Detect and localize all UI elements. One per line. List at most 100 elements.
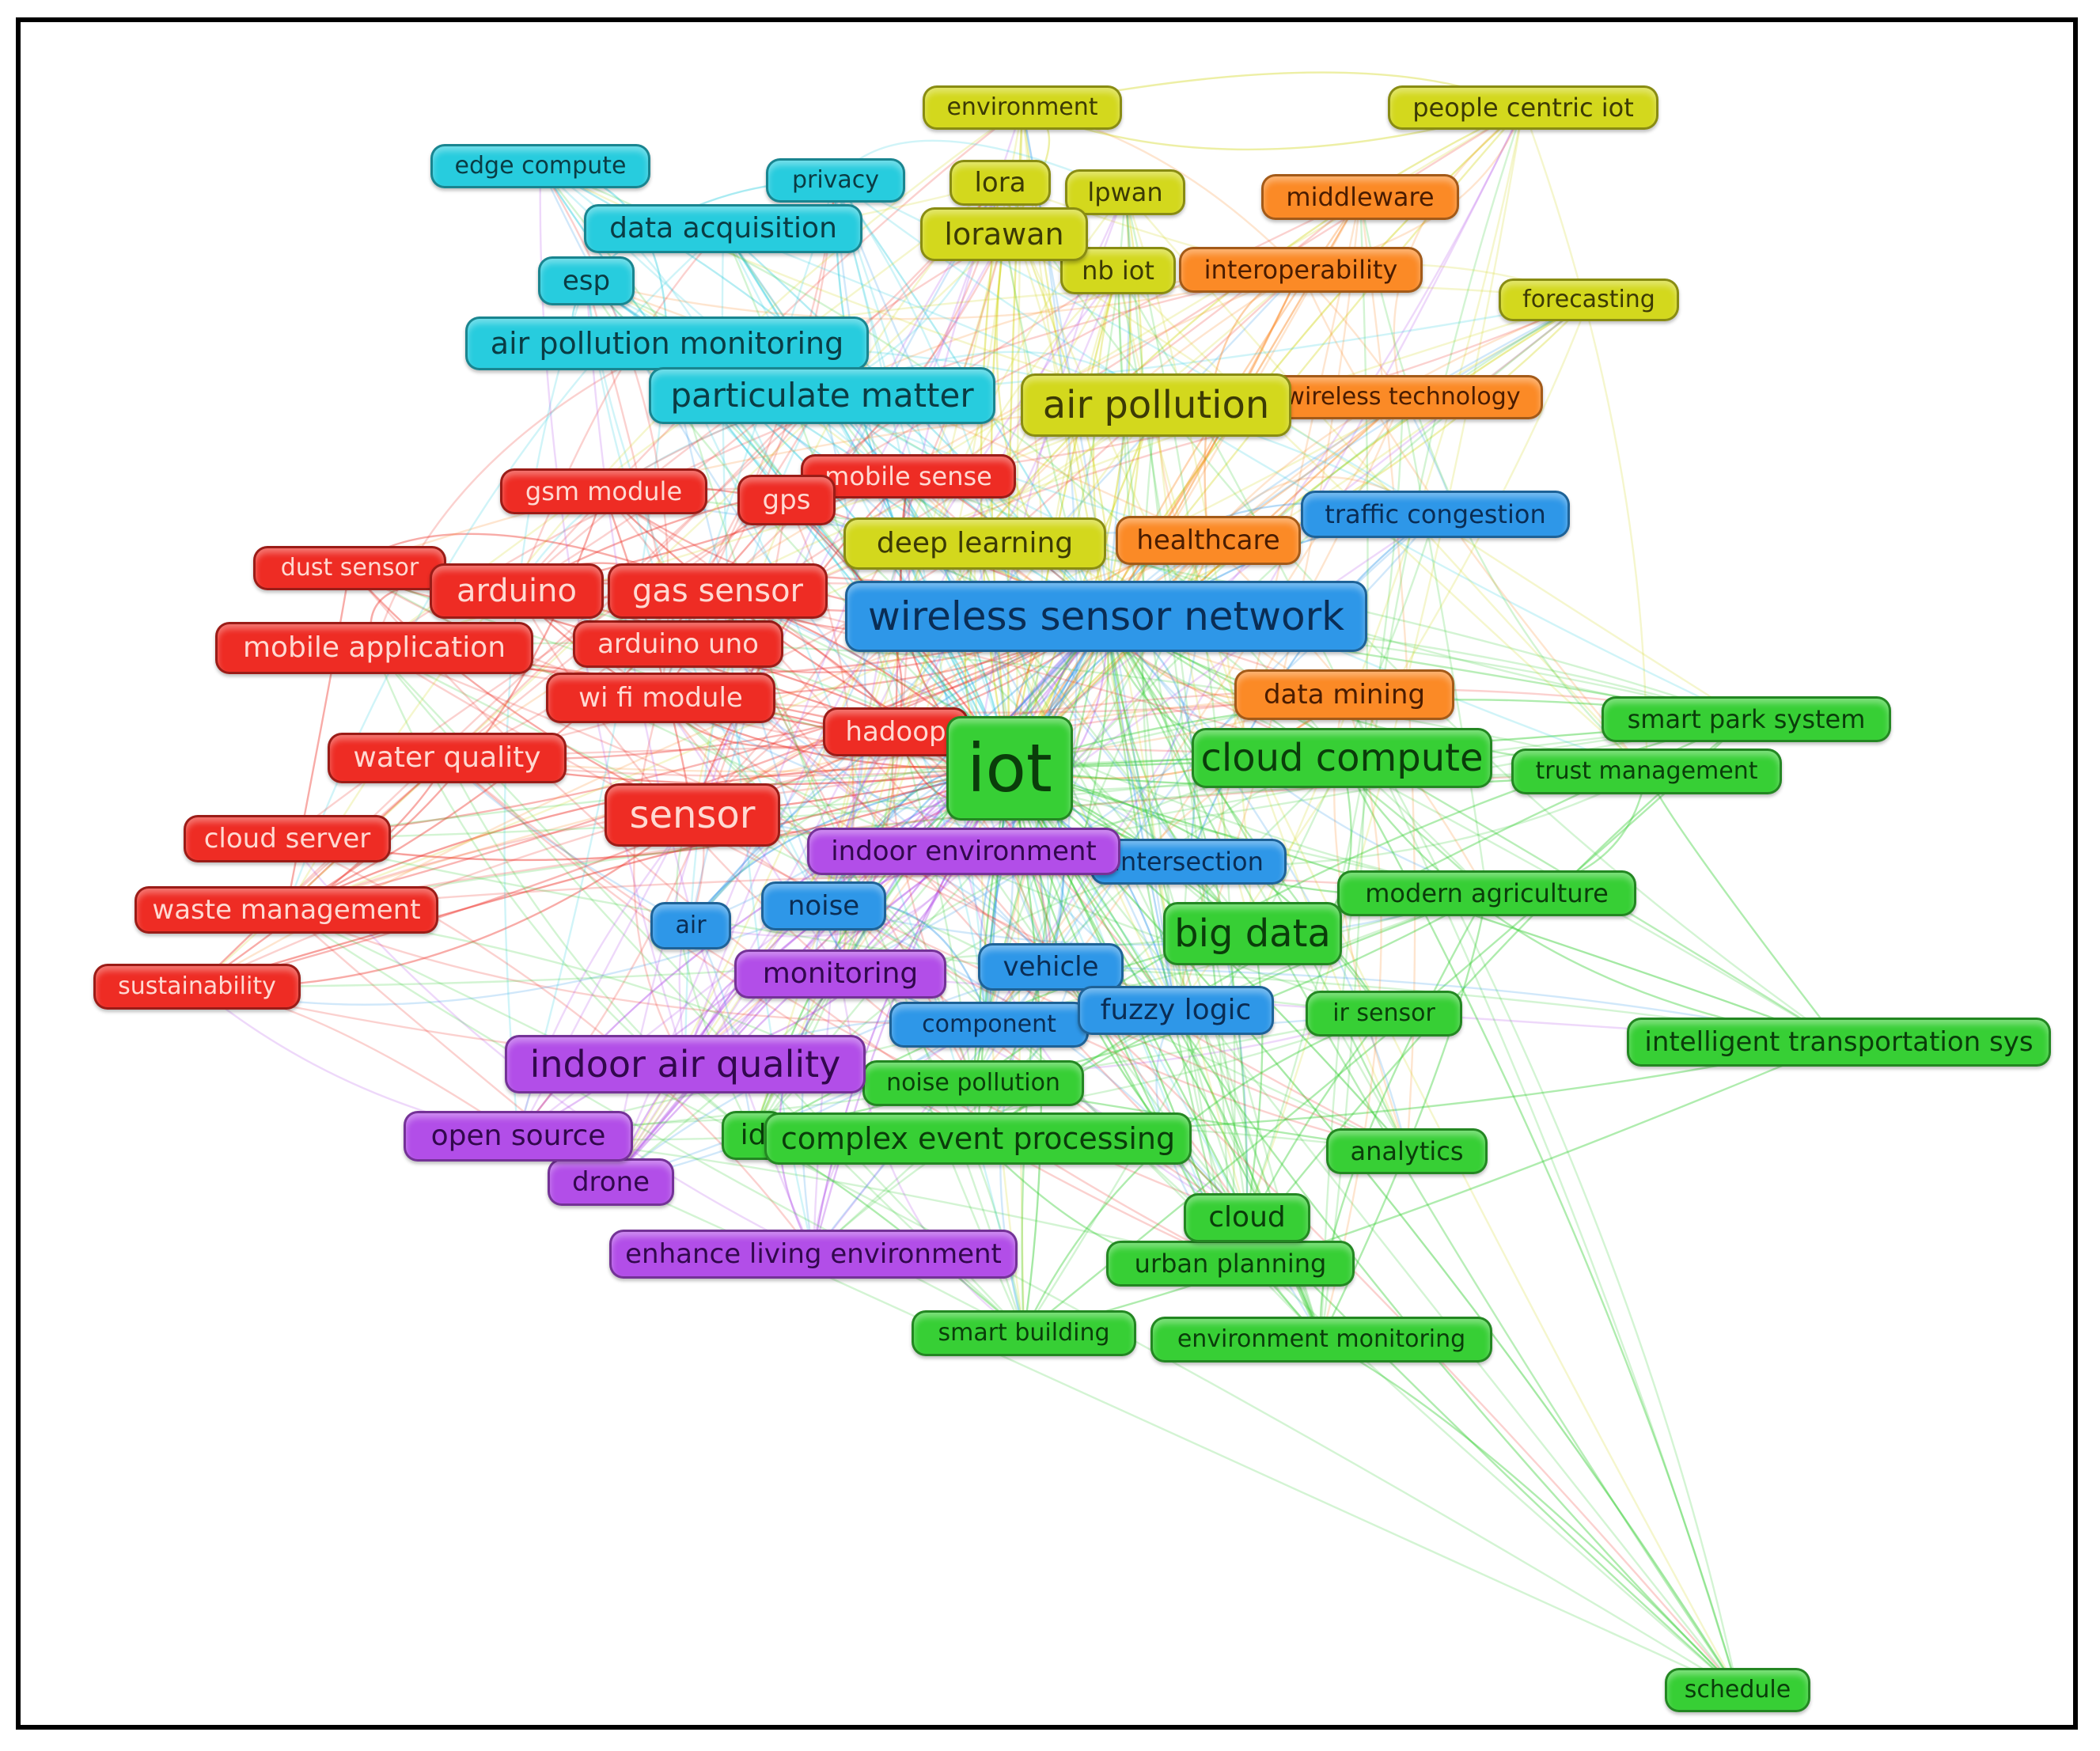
keyword-node-schedule[interactable]: schedule bbox=[1665, 1668, 1810, 1712]
keyword-node-component[interactable]: component bbox=[889, 1002, 1089, 1048]
keyword-node-environment[interactable]: environment bbox=[923, 85, 1122, 130]
link bbox=[1022, 514, 1437, 1334]
keyword-node-intersection[interactable]: intersection bbox=[1090, 839, 1287, 885]
keyword-node-gsm-module[interactable]: gsm module bbox=[500, 468, 707, 514]
link bbox=[633, 697, 687, 1065]
keyword-label: air pollution monitoring bbox=[490, 326, 844, 361]
keyword-node-waste-management[interactable]: waste management bbox=[135, 886, 438, 934]
link bbox=[1105, 616, 1408, 1152]
keyword-node-hadoop[interactable]: hadoop bbox=[823, 707, 969, 756]
keyword-node-enhance-living-environment[interactable]: enhance living environment bbox=[609, 1230, 1018, 1279]
keyword-node-drone[interactable]: drone bbox=[548, 1158, 674, 1206]
keyword-node-indoor-environment[interactable]: indoor environment bbox=[807, 828, 1120, 875]
keyword-node-complex-event-processing[interactable]: complex event processing bbox=[764, 1112, 1192, 1165]
keyword-node-particulate-matter[interactable]: particulate matter bbox=[649, 367, 995, 424]
keyword-node-dust-sensor[interactable]: dust sensor bbox=[253, 546, 446, 590]
keyword-node-air[interactable]: air bbox=[650, 902, 731, 949]
link bbox=[1009, 298, 1590, 769]
link bbox=[286, 908, 990, 1026]
keyword-label: gas sensor bbox=[631, 573, 803, 609]
link bbox=[1246, 1217, 1738, 1691]
keyword-node-sensor[interactable]: sensor bbox=[605, 783, 780, 847]
keyword-node-vehicle[interactable]: vehicle bbox=[978, 943, 1124, 991]
keyword-node-smart-building[interactable]: smart building bbox=[912, 1310, 1136, 1356]
link bbox=[1343, 694, 1739, 1691]
keyword-node-intelligent-transportation-sys[interactable]: intelligent transportation sys bbox=[1627, 1018, 2051, 1067]
keyword-node-esp[interactable]: esp bbox=[538, 256, 635, 305]
keyword-node-cloud[interactable]: cloud bbox=[1184, 1193, 1310, 1242]
keyword-label: data acquisition bbox=[609, 212, 837, 244]
keyword-label: complex event processing bbox=[780, 1121, 1176, 1156]
keyword-node-ir-sensor[interactable]: ir sensor bbox=[1306, 991, 1462, 1037]
keyword-node-lora[interactable]: lora bbox=[950, 160, 1051, 206]
keyword-node-privacy[interactable]: privacy bbox=[766, 158, 905, 203]
link bbox=[835, 179, 1436, 516]
keyword-node-urban-planning[interactable]: urban planning bbox=[1106, 1241, 1355, 1287]
keyword-node-interoperability[interactable]: interoperability bbox=[1179, 247, 1423, 293]
keyword-node-noise[interactable]: noise bbox=[761, 881, 886, 930]
keyword-label: deep learning bbox=[876, 527, 1074, 559]
keyword-node-noise-pollution[interactable]: noise pollution bbox=[862, 1060, 1084, 1106]
link bbox=[286, 767, 1010, 862]
link bbox=[1124, 191, 1249, 1218]
keyword-label: dust sensor bbox=[280, 554, 419, 582]
keyword-label: id bbox=[740, 1119, 767, 1151]
keyword-node-smart-park-system[interactable]: smart park system bbox=[1602, 696, 1891, 742]
keyword-node-mobile-application[interactable]: mobile application bbox=[215, 622, 533, 674]
keyword-node-trust-management[interactable]: trust management bbox=[1511, 749, 1782, 794]
keyword-node-analytics[interactable]: analytics bbox=[1326, 1128, 1488, 1174]
link bbox=[1175, 299, 1590, 1011]
keyword-node-open-source[interactable]: open source bbox=[404, 1111, 633, 1162]
link bbox=[515, 228, 724, 592]
keyword-label: environment monitoring bbox=[1177, 1325, 1466, 1353]
keyword-node-wireless-technology[interactable]: wireless technology bbox=[1263, 375, 1543, 419]
keyword-node-iot[interactable]: iot bbox=[946, 716, 1073, 821]
keyword-node-big-data[interactable]: big data bbox=[1163, 902, 1342, 965]
link bbox=[445, 757, 754, 1136]
keyword-label: arduino uno bbox=[597, 628, 759, 660]
keyword-node-water-quality[interactable]: water quality bbox=[328, 733, 567, 783]
keyword-node-fuzzy-logic[interactable]: fuzzy logic bbox=[1078, 986, 1274, 1035]
link bbox=[908, 106, 1524, 478]
keyword-label: lorawan bbox=[944, 217, 1064, 252]
keyword-node-modern-agriculture[interactable]: modern agriculture bbox=[1337, 870, 1636, 916]
keyword-node-cloud-server[interactable]: cloud server bbox=[184, 815, 391, 862]
keyword-node-lorawan[interactable]: lorawan bbox=[920, 207, 1088, 261]
keyword-node-edge-compute[interactable]: edge compute bbox=[430, 144, 650, 188]
keyword-label: people centric iot bbox=[1412, 93, 1634, 123]
keyword-node-gps[interactable]: gps bbox=[737, 475, 836, 525]
keyword-node-people-centric-iot[interactable]: people centric iot bbox=[1388, 85, 1658, 130]
keyword-label: noise bbox=[787, 890, 860, 922]
keyword-node-data-mining[interactable]: data mining bbox=[1234, 669, 1454, 720]
keyword-node-arduino[interactable]: arduino bbox=[430, 563, 604, 619]
link bbox=[665, 343, 1025, 1334]
link bbox=[286, 693, 1345, 912]
keyword-node-deep-learning[interactable]: deep learning bbox=[843, 517, 1106, 570]
link bbox=[1105, 298, 1590, 617]
link bbox=[1522, 107, 1648, 772]
keyword-node-monitoring[interactable]: monitoring bbox=[734, 949, 946, 999]
keyword-node-wi-fi-module[interactable]: wi fi module bbox=[546, 673, 775, 723]
keyword-label: noise pollution bbox=[886, 1069, 1060, 1097]
link bbox=[540, 165, 1157, 407]
keyword-label: lpwan bbox=[1087, 177, 1163, 207]
keyword-node-gas-sensor[interactable]: gas sensor bbox=[608, 563, 828, 619]
keyword-node-air-pollution-monitoring[interactable]: air pollution monitoring bbox=[465, 316, 869, 370]
keyword-label: ir sensor bbox=[1332, 999, 1435, 1027]
keyword-label: mobile application bbox=[242, 631, 506, 664]
keyword-node-air-pollution[interactable]: air pollution bbox=[1021, 373, 1291, 437]
keyword-node-environment-monitoring[interactable]: environment monitoring bbox=[1150, 1317, 1492, 1363]
keyword-node-sustainability[interactable]: sustainability bbox=[93, 964, 301, 1010]
keyword-node-arduino-uno[interactable]: arduino uno bbox=[573, 620, 783, 668]
keyword-node-middleware[interactable]: middleware bbox=[1261, 174, 1459, 220]
keyword-node-traffic-congestion[interactable]: traffic congestion bbox=[1301, 491, 1570, 538]
keyword-node-healthcare[interactable]: healthcare bbox=[1116, 516, 1301, 565]
keyword-node-lpwan[interactable]: lpwan bbox=[1065, 169, 1185, 215]
keyword-node-cloud-compute[interactable]: cloud compute bbox=[1192, 728, 1492, 788]
link bbox=[821, 395, 1323, 1340]
keyword-node-indoor-air-quality[interactable]: indoor air quality bbox=[505, 1035, 866, 1093]
keyword-node-wireless-sensor-network[interactable]: wireless sensor network bbox=[845, 581, 1367, 652]
keyword-node-data-acquisition[interactable]: data acquisition bbox=[584, 204, 862, 253]
keyword-node-forecasting[interactable]: forecasting bbox=[1499, 279, 1679, 321]
keyword-node-mobile-sense[interactable]: mobile sense bbox=[801, 454, 1016, 498]
